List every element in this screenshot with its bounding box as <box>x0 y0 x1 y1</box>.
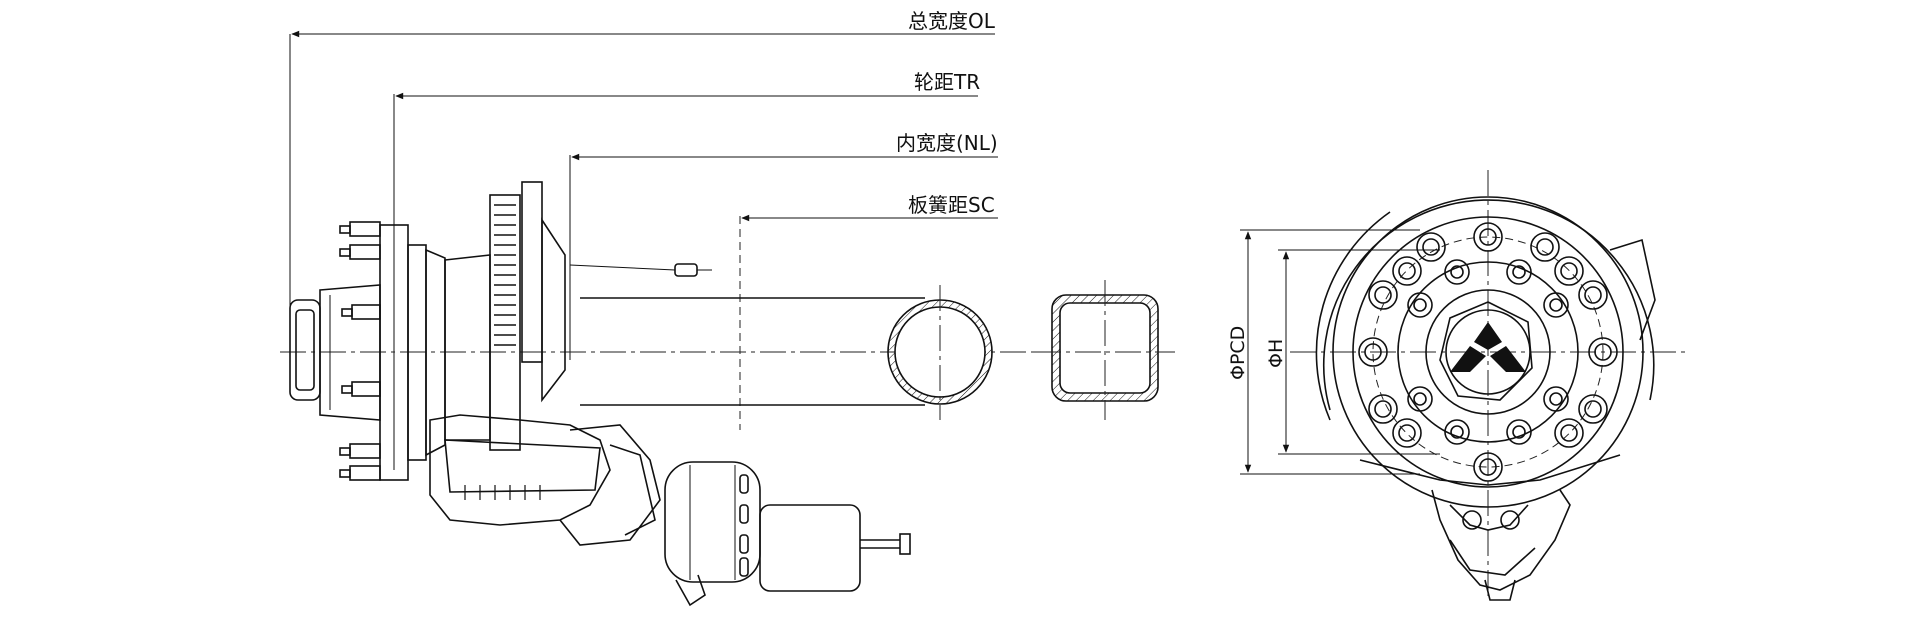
round-tube-section <box>887 285 993 420</box>
outer-bolt-ring <box>1358 222 1618 482</box>
manufacturer-logo-icon <box>1450 322 1526 372</box>
axle-side-view <box>289 181 993 607</box>
h-label: ΦH <box>1265 339 1287 368</box>
dimension-nl-label: 内宽度(NL) <box>896 131 998 155</box>
dimension-tr: 轮距TR <box>393 70 980 470</box>
dimension-tr-label: 轮距TR <box>914 70 980 94</box>
dimension-ol-label: 总宽度OL <box>908 9 996 33</box>
dimension-ol: 总宽度OL <box>289 9 996 350</box>
pcd-label: ΦPCD <box>1227 326 1249 380</box>
wheel-studs <box>339 221 381 481</box>
square-tube-section <box>1035 280 1175 420</box>
dimension-nl: 内宽度(NL) <box>569 131 998 360</box>
hub-front-view: ΦPCD ΦH <box>1227 170 1690 601</box>
brake-caliper <box>429 414 911 607</box>
dimension-sc-label: 板簧距SC <box>908 193 995 217</box>
brake-disc <box>489 181 543 451</box>
dimension-sc: 板簧距SC <box>739 193 998 430</box>
inner-bolt-ring <box>1407 259 1569 445</box>
